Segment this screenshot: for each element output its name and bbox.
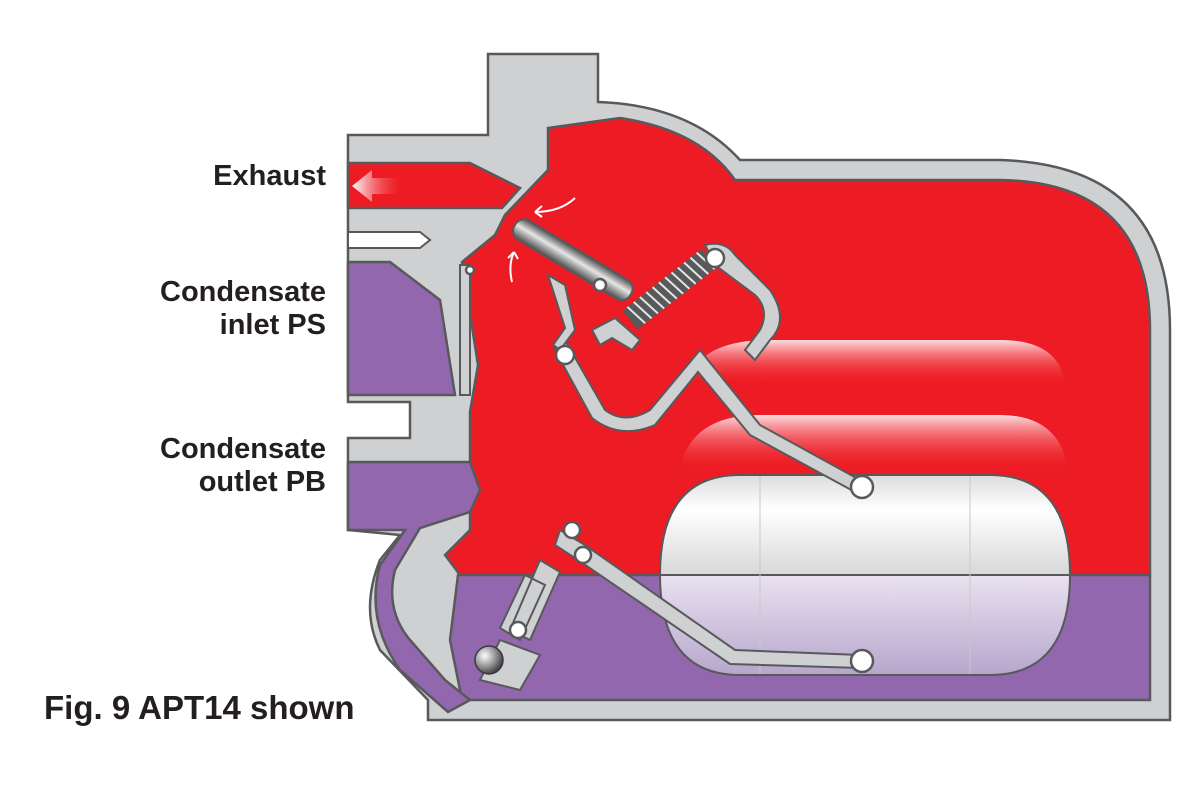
float [658, 474, 1072, 676]
figure-caption: Fig. 9 APT14 shown [44, 689, 355, 726]
upper-lever-bracket [703, 242, 781, 362]
pivot-pins [464, 247, 875, 674]
inlet-flap [459, 264, 471, 396]
reflection-band-lower [680, 415, 1068, 470]
spring [622, 248, 717, 330]
exhaust-label-text: Exhaust [213, 160, 326, 192]
condensate-inlet-label-line2: inlet PS [219, 309, 326, 341]
curved-arrow-icon [534, 197, 576, 213]
outlet-channel [346, 460, 482, 714]
condensate-outlet-label: Condensate outlet PB [160, 433, 326, 499]
reflection-band-upper [690, 340, 1065, 385]
outlet-ball [474, 645, 504, 675]
condensate-outlet-label-line2: outlet PB [198, 466, 326, 498]
lower-linkage [498, 558, 562, 642]
spring-hook [590, 316, 642, 352]
exhaust-label: Exhaust [213, 160, 326, 193]
exhaust-passage [346, 161, 523, 210]
curved-arrow-icon [534, 205, 543, 218]
condensate-inlet-label: Condensate inlet PS [160, 276, 326, 342]
condensate-outlet-label-line1: Condensate [160, 433, 326, 465]
curved-arrow-icon [507, 251, 519, 260]
inlet-passage [346, 260, 457, 397]
condensate-inlet-label-line1: Condensate [160, 276, 326, 308]
casing-slot [347, 231, 432, 249]
exhaust-arrow-icon [352, 170, 400, 202]
